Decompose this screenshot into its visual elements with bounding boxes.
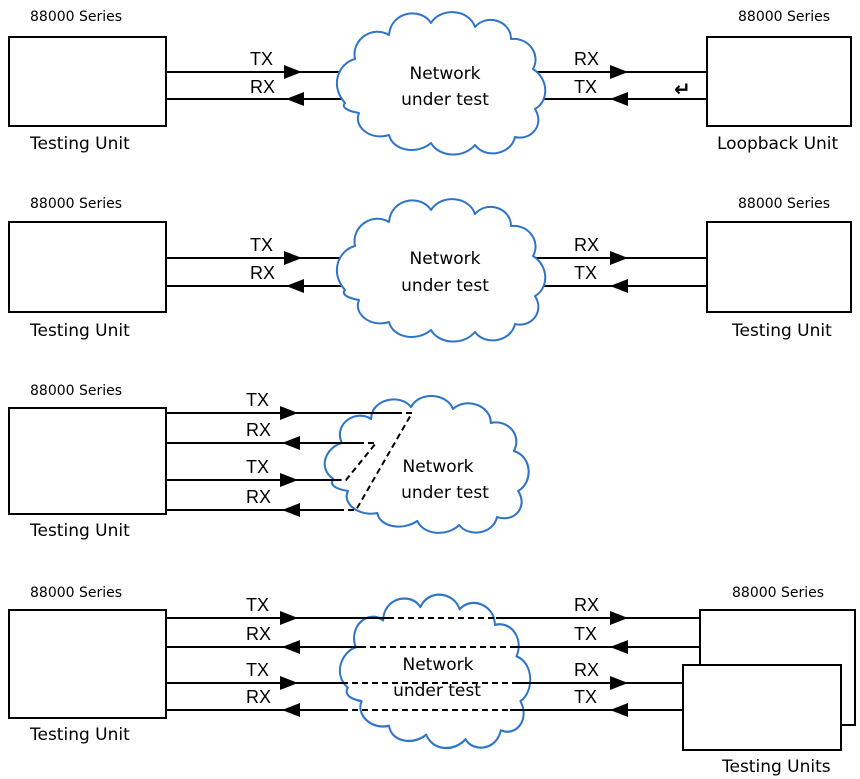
series-label-right: 88000 Series [732, 585, 824, 601]
rx-arrow-right [610, 251, 628, 265]
tx-arrow [284, 251, 302, 265]
tx2-label: TX [246, 660, 269, 680]
tx-label: TX [250, 49, 273, 69]
series-label-right: 88000 Series [738, 196, 830, 212]
testing-unit-box [8, 407, 167, 515]
loop-path-inner [336, 442, 379, 481]
testing-unit-box [8, 609, 167, 719]
network-label-line2: under test [401, 90, 489, 110]
rx2-label: RX [246, 687, 271, 707]
tx-arrow-right [610, 92, 628, 106]
series-label-right: 88000 Series [738, 9, 830, 25]
network-label-line1: Network [410, 64, 481, 84]
network-label-line1: Network [403, 457, 474, 477]
network-label-line2: under test [401, 483, 489, 503]
loopback-unit-box [706, 36, 852, 127]
tx1-arrow [280, 611, 298, 625]
network-label-line1: Network [410, 249, 481, 269]
series-label-left: 88000 Series [30, 383, 122, 399]
testing-unit-box-front [682, 664, 842, 751]
tx1-arrow [280, 406, 298, 420]
diagram-loopback: 88000 Series Testing Unit 88000 Series L… [8, 9, 852, 156]
series-label-left: 88000 Series [30, 196, 122, 212]
cloud-shape [335, 198, 547, 343]
series-label-left: 88000 Series [30, 9, 122, 25]
loop-path-outer [336, 412, 414, 511]
testing-unit-label: Testing Unit [29, 134, 130, 154]
rx-label-right: RX [574, 49, 599, 69]
loopback-icon: ↵ [674, 77, 691, 101]
tx-arrow-right [610, 279, 628, 293]
diagram-dual-port: 88000 Series Testing Unit Network under … [8, 383, 530, 541]
network-label-line2: under test [393, 681, 481, 701]
diagram-dual-test: 88000 Series Testing Unit 88000 Series T… [8, 196, 852, 343]
rx-arrow-right [610, 65, 628, 79]
rx-arrow [286, 279, 304, 293]
testing-units-label: Testing Units [721, 757, 831, 777]
network-label-line2: under test [401, 276, 489, 296]
testing-unit-box [8, 221, 167, 313]
tx-label: TX [250, 235, 273, 255]
testing-unit-label-right: Testing Unit [731, 321, 832, 341]
loopback-unit-label: Loopback Unit [717, 134, 839, 154]
rx2-label: RX [246, 487, 271, 507]
tx2-arrow [280, 473, 298, 487]
rx-label-right: RX [574, 235, 599, 255]
diagram-multi-unit: 88000 Series Testing Unit 88000 Series T… [8, 585, 856, 777]
tx-label-right: TX [574, 263, 597, 283]
tx-arrow [284, 65, 302, 79]
tx2-arrow-right [610, 703, 628, 717]
testing-unit-label: Testing Unit [29, 521, 130, 541]
testing-unit-label: Testing Unit [29, 725, 130, 745]
rx1-label: RX [246, 624, 271, 644]
tx1-label: TX [246, 390, 269, 410]
tx2-label-right: TX [574, 687, 597, 707]
tx-label-right: TX [574, 77, 597, 97]
rx1-arrow [282, 436, 300, 450]
tx1-label-right: TX [574, 624, 597, 644]
rx2-arrow [282, 503, 300, 517]
rx1-arrow-right [610, 611, 628, 625]
testing-unit-box-right [706, 221, 852, 313]
rx2-label-right: RX [574, 660, 599, 680]
cloud-shape [335, 11, 547, 156]
tx2-label: TX [246, 457, 269, 477]
network-label-line1: Network [403, 655, 474, 675]
rx1-arrow [282, 640, 300, 654]
tx1-arrow-right [610, 640, 628, 654]
rx1-label-right: RX [574, 595, 599, 615]
testing-unit-box [8, 36, 167, 127]
cloud-shape [323, 395, 530, 534]
rx-label: RX [250, 263, 275, 283]
rx-arrow [286, 92, 304, 106]
testing-unit-label: Testing Unit [29, 321, 130, 341]
tx2-arrow [280, 676, 298, 690]
rx2-arrow [282, 703, 300, 717]
rx2-arrow-right [610, 676, 628, 690]
rx1-label: RX [246, 420, 271, 440]
series-label-left: 88000 Series [30, 585, 122, 601]
tx1-label: TX [246, 595, 269, 615]
rx-label: RX [250, 77, 275, 97]
